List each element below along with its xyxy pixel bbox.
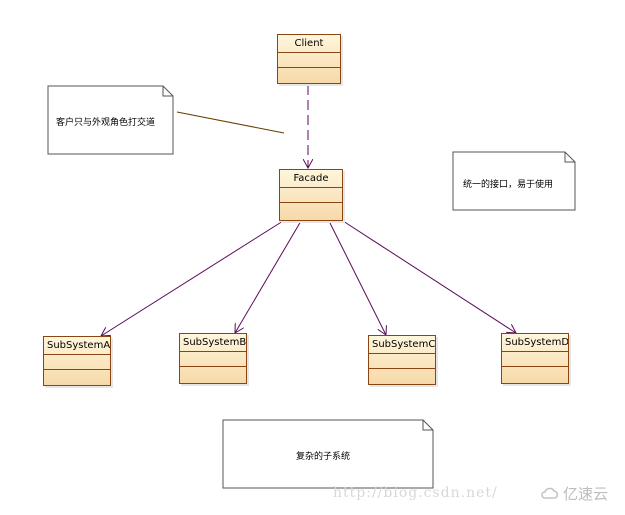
- subsystem-b-attributes: [180, 352, 246, 367]
- subsystem-b-operations: [180, 367, 246, 381]
- subsystem-c-class-name: SubSystemC: [369, 336, 435, 354]
- subsystem-d-class[interactable]: SubSystemD: [501, 333, 569, 384]
- facade-operations: [280, 203, 342, 217]
- client-class[interactable]: Client: [277, 34, 341, 84]
- facade-attributes: [280, 188, 342, 203]
- watermark-url: http://blog.csdn.net/: [333, 485, 498, 501]
- subsystem-b-class-name: SubSystemB: [180, 334, 246, 352]
- note-anchor-line: [176, 111, 285, 134]
- interface-note-text: 统一的接口，易于使用: [463, 180, 554, 190]
- facade-class-name: Facade: [280, 170, 342, 188]
- facade-subsystem-d-link: [342, 220, 516, 333]
- client-operations: [278, 68, 340, 82]
- subsystem-a-class[interactable]: SubSystemA: [43, 336, 111, 386]
- subsystem-d-class-name: SubSystemD: [502, 334, 568, 352]
- subsystem-d-operations: [502, 367, 568, 381]
- client-note-shape: [47, 85, 174, 155]
- client-note-text: 客户只与外观角色打交道: [56, 118, 156, 128]
- subsystem-d-attributes: [502, 352, 568, 367]
- facade-subsystem-a-link: [101, 220, 284, 336]
- subsystem-note-shape: [222, 419, 434, 489]
- subsystem-c-operations: [369, 369, 435, 383]
- watermark-brand-text: 亿速云: [563, 484, 609, 503]
- subsystem-b-class[interactable]: SubSystemB: [179, 333, 247, 384]
- facade-subsystem-c-link: [328, 220, 386, 335]
- client-class-name: Client: [278, 35, 340, 53]
- facade-subsystem-b-link: [235, 220, 302, 333]
- subsystem-c-attributes: [369, 354, 435, 369]
- subsystem-c-class[interactable]: SubSystemC: [368, 335, 436, 385]
- interface-note-shape: [452, 151, 576, 211]
- subsystem-a-attributes: [44, 355, 110, 370]
- watermark-brand: 亿速云: [540, 482, 608, 504]
- facade-class[interactable]: Facade: [279, 169, 343, 221]
- subsystem-a-operations: [44, 370, 110, 384]
- cloud-logo-icon: [541, 487, 559, 499]
- subsystem-note-text: 复杂的子系统: [296, 452, 351, 462]
- client-attributes: [278, 53, 340, 68]
- subsystem-a-class-name: SubSystemA: [44, 337, 110, 355]
